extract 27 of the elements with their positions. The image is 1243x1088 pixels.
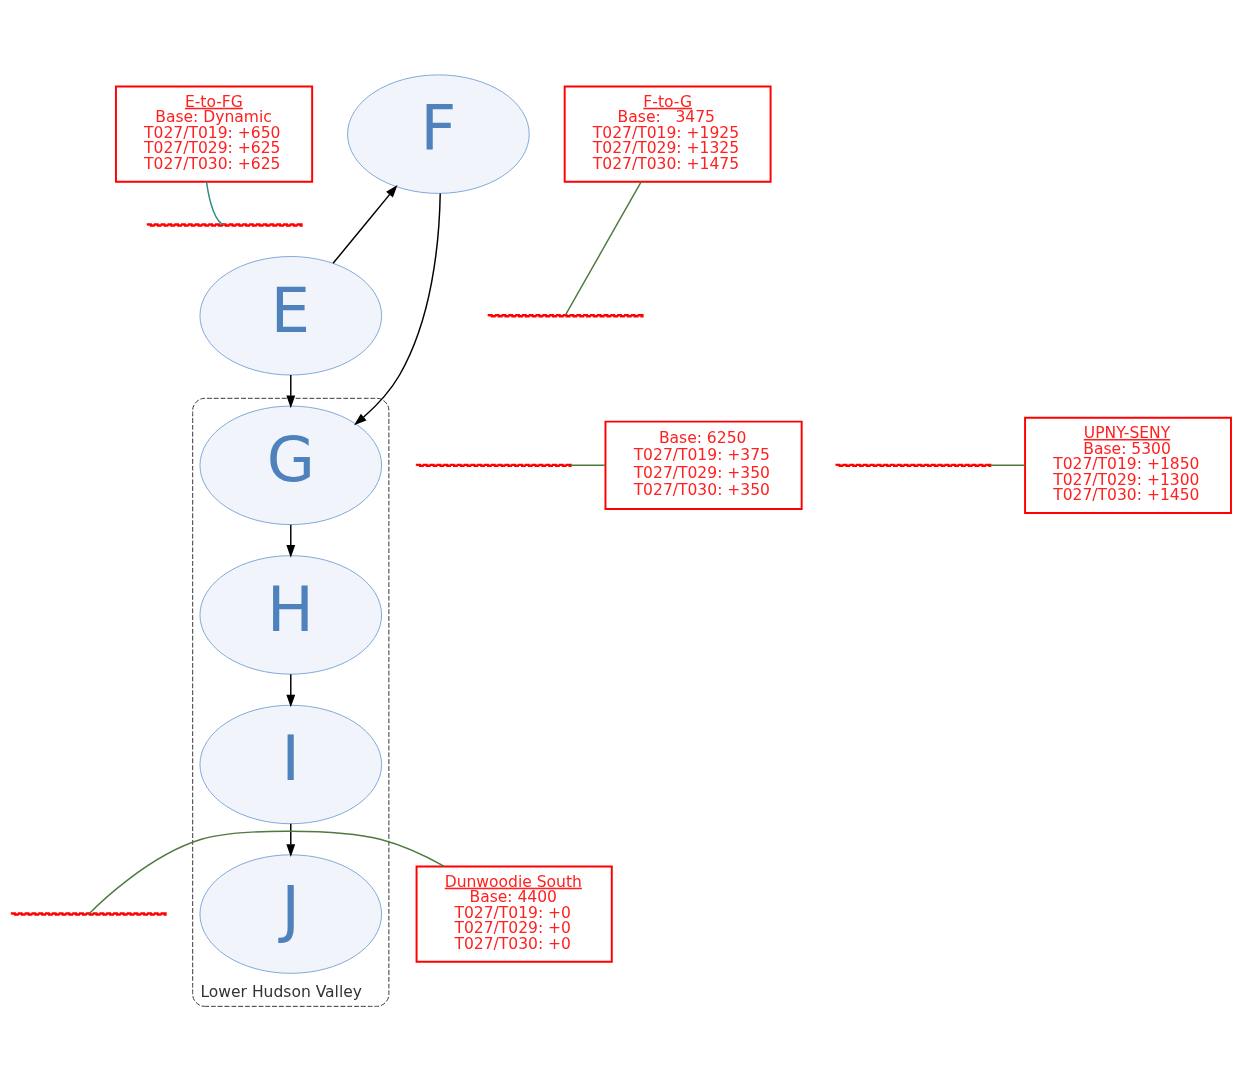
connector bbox=[564, 180, 642, 315]
node-line bbox=[487, 313, 644, 317]
node-box: F-to-G Base: 3475 T027/T019: +1925 T027/T029: +1325 T027/T030: +1475 bbox=[563, 85, 772, 183]
node-line bbox=[415, 463, 572, 467]
connector bbox=[88, 830, 446, 914]
node-box: Dunwoodie South Base: 4400 T027/T019: +0 T027/T029: +0 T027/T030: +0 bbox=[415, 865, 613, 963]
node-box: E-to-FG Base: Dynamic T027/T019: +650 T027/T029: +625 T027/T030: +625 bbox=[115, 85, 314, 183]
node-ellipse: G bbox=[199, 405, 383, 525]
arrow bbox=[286, 822, 296, 857]
connector bbox=[570, 464, 607, 466]
connector bbox=[989, 464, 1026, 466]
arrow bbox=[286, 373, 296, 408]
arrow bbox=[286, 523, 296, 558]
arrow bbox=[332, 184, 398, 264]
node-box: UPNY-SENY Base: 5300 T027/T019: +1850 T027/T029: +1300 T027/T030: +1450 bbox=[1024, 416, 1232, 514]
node-line bbox=[146, 222, 303, 227]
node-line bbox=[835, 463, 992, 467]
node-ellipse: J bbox=[199, 853, 383, 974]
node-ellipse: F bbox=[347, 73, 530, 194]
node-box: Base: 6250 T027/T019: +375 T027/T029: +350 T027/T030: +350 bbox=[604, 420, 803, 510]
arrow bbox=[286, 673, 296, 707]
arrow bbox=[354, 192, 441, 425]
node-ellipse: I bbox=[199, 704, 383, 824]
node-ellipse: E bbox=[199, 255, 383, 375]
node-ellipse: H bbox=[199, 554, 383, 675]
connector bbox=[205, 180, 226, 225]
node-line bbox=[10, 911, 167, 916]
